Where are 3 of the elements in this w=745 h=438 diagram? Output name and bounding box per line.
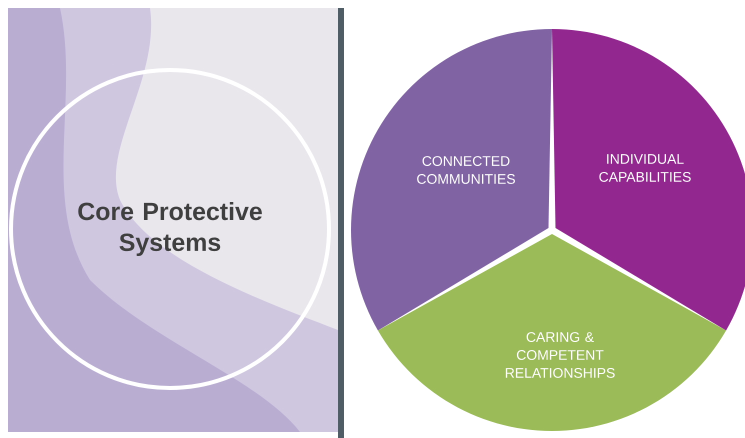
pie-sector: CONNECTED COMMUNITIES (351, 29, 552, 330)
pie-sector: INDIVIDUAL CAPABILITIES (552, 29, 745, 330)
pie-sector: CARING & COMPETENT RELATIONSHIPS (378, 234, 726, 431)
